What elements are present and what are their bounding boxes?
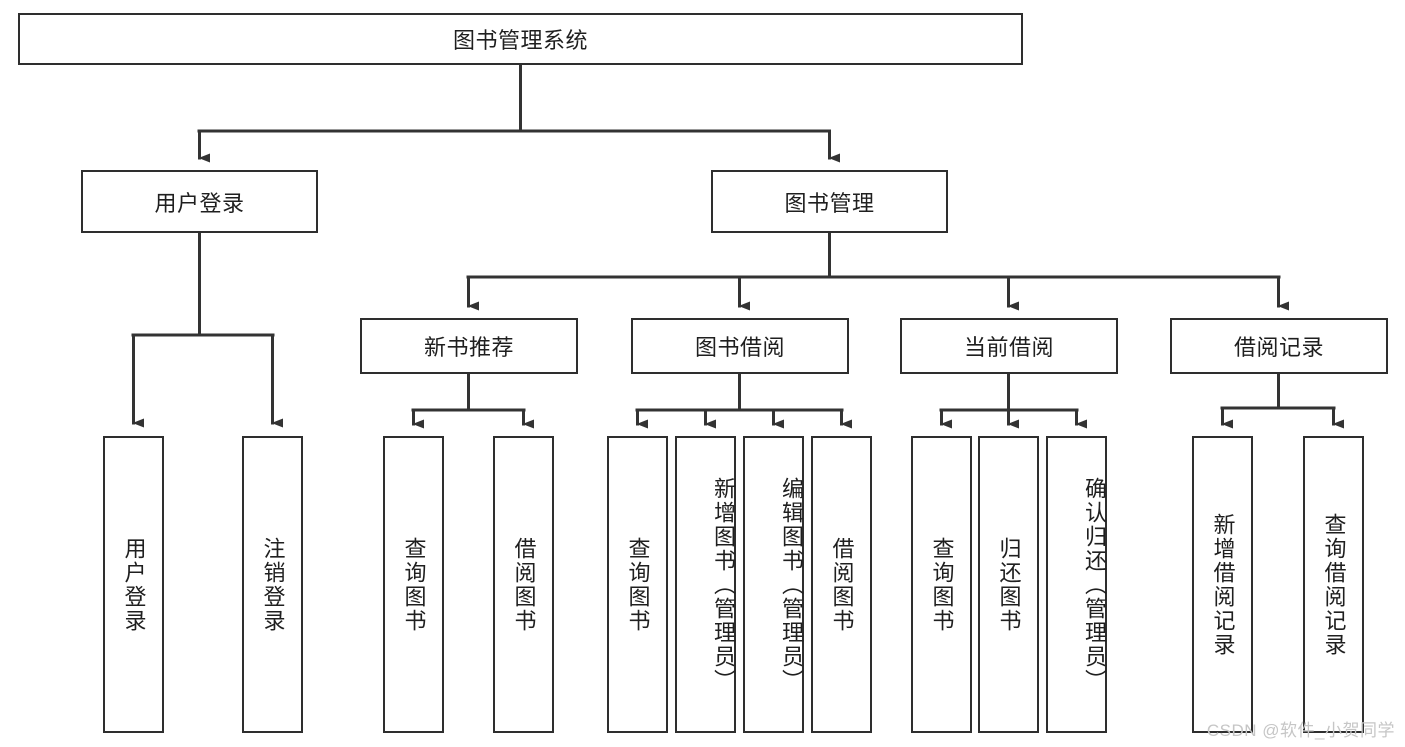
- node-leaf-user-logout[interactable]: 注销登录: [242, 436, 303, 733]
- node-leaf-return-book-label: 归还图书: [996, 536, 1022, 633]
- node-root[interactable]: 图书管理系统: [18, 13, 1023, 65]
- node-leaf-query-borrow-record-label: 查询借阅记录: [1321, 512, 1347, 657]
- node-user-login-label: 用户登录: [154, 190, 245, 216]
- node-borrow-record[interactable]: 借阅记录: [1170, 318, 1388, 374]
- node-leaf-query-book-2[interactable]: 查询图书: [607, 436, 668, 733]
- node-book-management-label: 图书管理: [784, 190, 875, 216]
- node-leaf-user-login-label: 用户登录: [121, 536, 147, 633]
- node-leaf-borrow-book-1[interactable]: 借阅图书: [493, 436, 554, 733]
- node-leaf-user-logout-label: 注销登录: [260, 536, 286, 633]
- node-leaf-confirm-return-admin[interactable]: 确认归还（管理员）: [1046, 436, 1107, 733]
- node-current-borrow[interactable]: 当前借阅: [900, 318, 1118, 374]
- node-leaf-query-book-3-label: 查询图书: [929, 536, 955, 633]
- node-leaf-add-book-admin-label: 新增图书（管理员）: [711, 476, 736, 693]
- node-leaf-add-book-admin[interactable]: 新增图书（管理员）: [675, 436, 736, 733]
- node-leaf-borrow-book-2-label: 借阅图书: [829, 536, 855, 633]
- node-book-borrow[interactable]: 图书借阅: [631, 318, 849, 374]
- node-leaf-edit-book-admin-label: 编辑图书（管理员）: [779, 476, 804, 693]
- node-leaf-query-book-1[interactable]: 查询图书: [383, 436, 444, 733]
- node-leaf-query-borrow-record[interactable]: 查询借阅记录: [1303, 436, 1364, 733]
- node-leaf-query-book-1-label: 查询图书: [401, 536, 427, 633]
- node-root-label: 图书管理系统: [452, 28, 588, 53]
- node-current-borrow-label: 当前借阅: [963, 335, 1054, 360]
- node-borrow-record-label: 借阅记录: [1233, 335, 1324, 360]
- node-leaf-borrow-book-1-label: 借阅图书: [511, 536, 537, 633]
- node-book-management[interactable]: 图书管理: [711, 170, 948, 233]
- node-book-borrow-label: 图书借阅: [694, 335, 785, 360]
- node-leaf-user-login[interactable]: 用户登录: [103, 436, 164, 733]
- node-leaf-query-book-3[interactable]: 查询图书: [911, 436, 972, 733]
- node-leaf-confirm-return-admin-label: 确认归还（管理员）: [1082, 476, 1107, 693]
- node-leaf-add-borrow-record[interactable]: 新增借阅记录: [1192, 436, 1253, 733]
- node-user-login[interactable]: 用户登录: [81, 170, 318, 233]
- node-leaf-add-borrow-record-label: 新增借阅记录: [1210, 512, 1236, 657]
- node-new-book-recommend-label: 新书推荐: [423, 335, 514, 360]
- node-new-book-recommend[interactable]: 新书推荐: [360, 318, 578, 374]
- node-leaf-return-book[interactable]: 归还图书: [978, 436, 1039, 733]
- node-leaf-query-book-2-label: 查询图书: [625, 536, 651, 633]
- node-leaf-edit-book-admin[interactable]: 编辑图书（管理员）: [743, 436, 804, 733]
- node-leaf-borrow-book-2[interactable]: 借阅图书: [811, 436, 872, 733]
